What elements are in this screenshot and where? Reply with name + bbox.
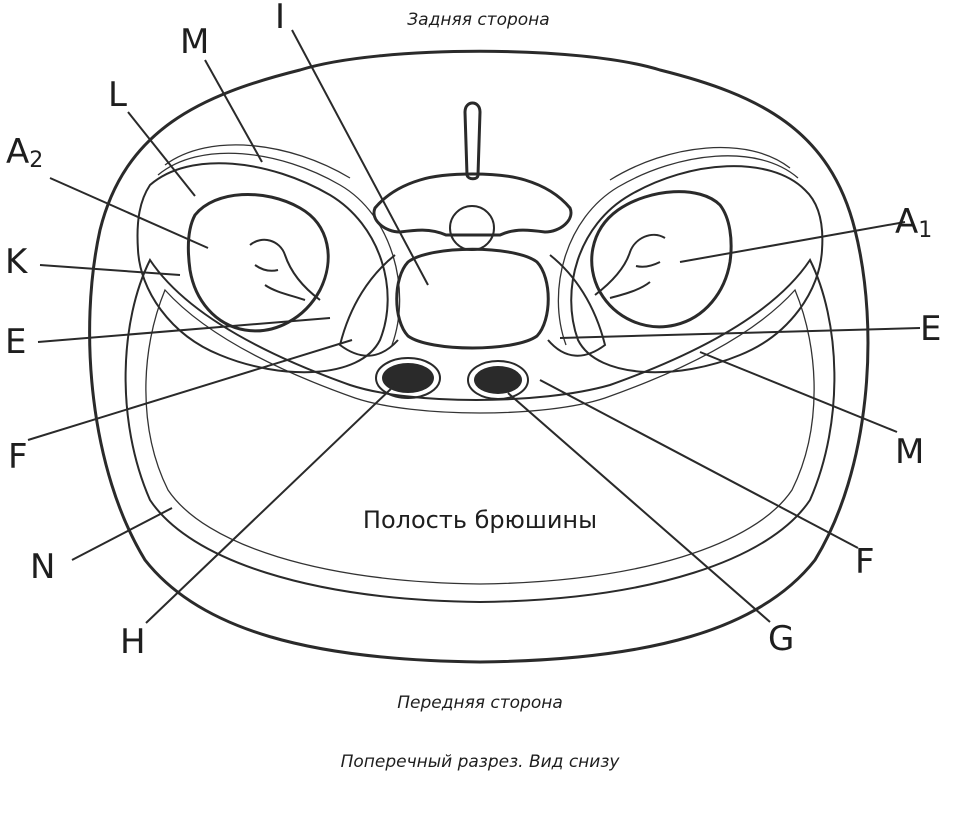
peritoneum-outline [124,258,836,604]
label-F-left: F [8,437,28,477]
pointer-A2 [49,177,209,249]
vertebral-body [395,247,550,350]
pointer-K [39,264,181,276]
inferior-vena-cava-wall [375,357,441,399]
pointer-E-right [559,327,921,339]
body-outline [88,49,870,664]
pointer-N [71,507,173,561]
label-F-right: F [855,542,875,582]
aorta-wall [467,360,529,400]
label-A2-main: A [6,132,30,172]
pointer-F-left [27,339,353,441]
label-K: K [5,242,28,282]
left-renal-pelvis [249,238,321,301]
spinal-canal [449,205,495,251]
pointer-G [507,392,771,623]
peritoneal-cavity-label: Полость брюшины [362,506,598,534]
inferior-vena-cava [382,363,434,393]
label-A1-subscript: 1 [918,218,933,243]
label-E-right: E [920,309,942,349]
peritoneum-inner-outline [145,288,815,585]
right-renal-pelvis [594,233,666,299]
label-M-right: M [895,432,925,472]
label-A1-main: A [895,202,919,242]
right-renal-fascia [570,165,824,374]
figure-subtitle: Поперечный разрез. Вид снизу [340,752,620,772]
label-L: L [108,75,127,115]
right-psoas [547,254,607,357]
pointer-M-right [699,351,898,433]
label-A2-subscript: 2 [29,148,44,173]
pointer-F-right [539,379,859,549]
right-renal-fascia-outer [557,155,799,346]
left-kidney [186,193,330,333]
label-H: H [120,622,146,662]
label-A1: A1 [895,205,932,242]
label-G: G [768,619,795,659]
label-I: I [275,0,286,37]
label-E-left: E [5,322,27,362]
pointer-A1 [679,221,906,263]
spinous-process [463,101,482,181]
pointer-L [127,111,196,197]
anterior-side-caption: Передняя сторона [397,693,563,713]
right-renal-fascia-outer-2 [609,146,791,181]
aorta [474,366,522,394]
right-kidney [590,190,733,329]
posterior-side-caption: Задняя сторона [407,10,550,30]
pointer-H [145,384,396,624]
left-renal-fascia-outer [157,152,401,346]
left-renal-fascia-outer-2 [164,144,351,179]
pointer-I [291,29,429,286]
pointer-M-top [204,59,263,163]
label-A2: A2 [6,135,43,172]
left-renal-fascia [136,162,389,374]
left-psoas [338,254,399,357]
vertebral-arch [372,172,573,237]
pointer-E-left [37,317,331,343]
label-M-top: M [180,22,210,62]
label-N: N [30,547,56,587]
